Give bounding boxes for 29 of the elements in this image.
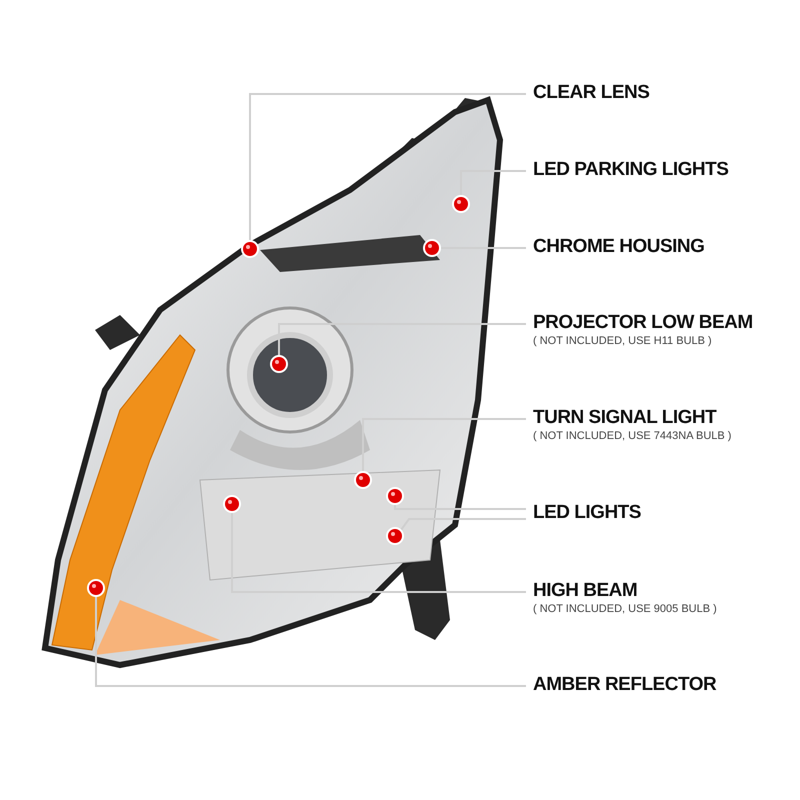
leader-line: [460, 170, 526, 196]
leader-line: [95, 596, 526, 687]
leader-line: [400, 518, 526, 531]
leader-line: [440, 247, 526, 249]
callout-dot: [241, 240, 259, 258]
callout-label: LED PARKING LIGHTS: [533, 159, 728, 181]
callout-dot: [223, 495, 241, 513]
bulb-note: ( NOT INCLUDED, USE H11 BULB ): [533, 335, 713, 347]
callout-dot: [87, 579, 105, 597]
callout-dot: [270, 355, 288, 373]
leader-line: [231, 512, 526, 593]
callout-label: CLEAR LENS: [533, 82, 650, 104]
callout-label: AMBER REFLECTOR: [533, 674, 716, 696]
leader-line: [278, 323, 526, 356]
callout-dot: [386, 527, 404, 545]
leader-line: [362, 418, 526, 472]
callout-label: TURN SIGNAL LIGHT: [533, 407, 718, 429]
callout-dot: [386, 487, 404, 505]
callout-label: CHROME HOUSING: [533, 236, 704, 258]
bulb-note: ( NOT INCLUDED, USE 9005 BULB ): [533, 603, 717, 615]
callout-dot: [452, 195, 470, 213]
callout-label: PROJECTOR LOW BEAM: [533, 312, 753, 334]
callout-label: HIGH BEAM: [533, 580, 638, 602]
leader-line: [249, 93, 526, 241]
callout-dot: [354, 471, 372, 489]
leader-line: [394, 504, 526, 510]
callout-label: LED LIGHTS: [533, 502, 641, 524]
callout-dot: [423, 239, 441, 257]
bulb-note: ( NOT INCLUDED, USE 7443NA BULB ): [533, 430, 732, 442]
